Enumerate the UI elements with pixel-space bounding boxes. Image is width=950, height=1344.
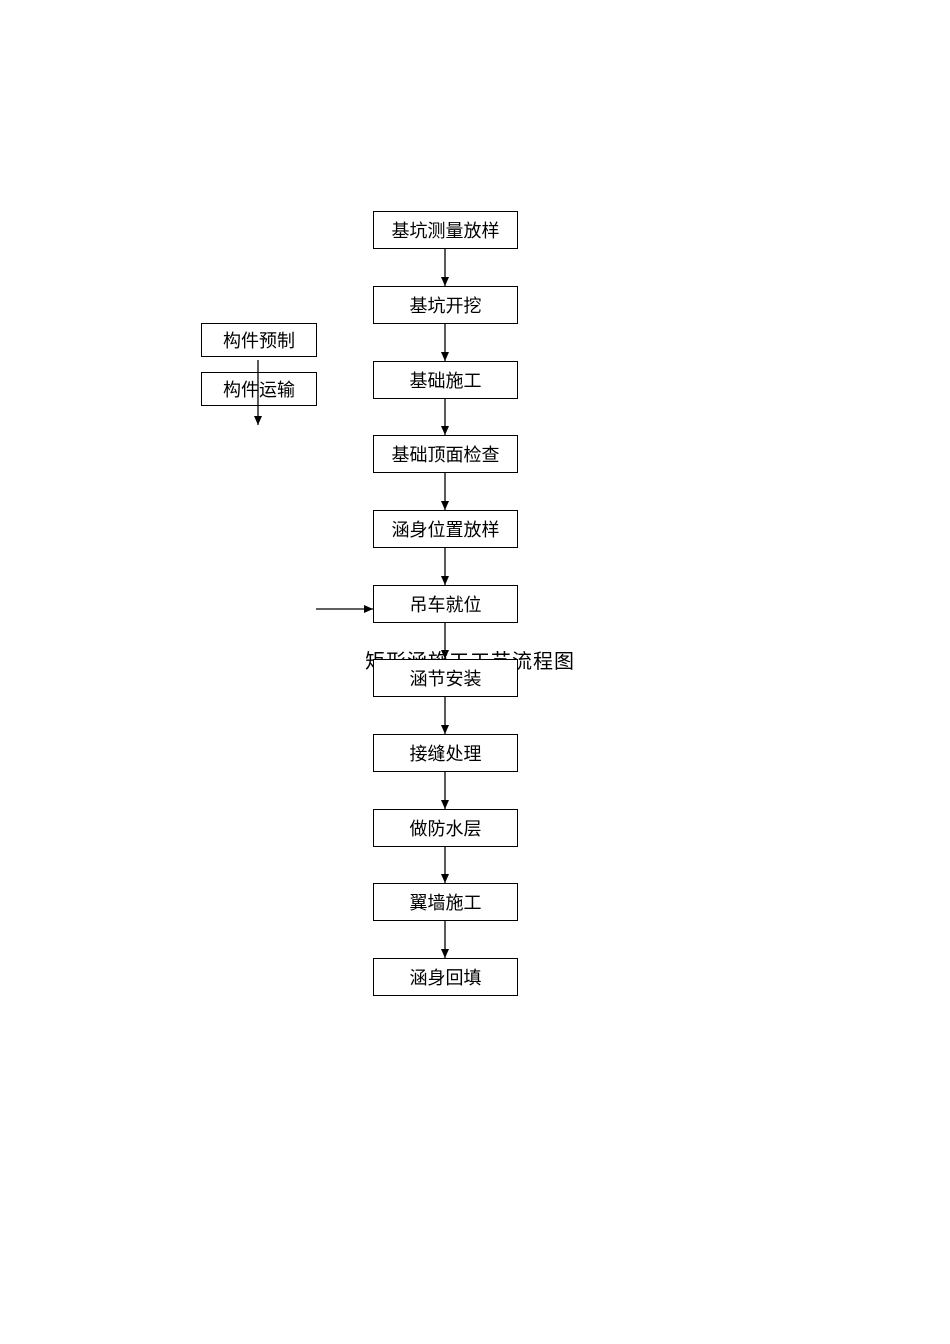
arrow-head (441, 501, 449, 510)
process-step: 接缝处理 (373, 734, 518, 772)
process-step: 基础施工 (373, 361, 518, 399)
process-step: 做防水层 (373, 809, 518, 847)
process-step: 涵节安装 (373, 659, 518, 697)
process-step: 基坑开挖 (373, 286, 518, 324)
arrow-head (441, 800, 449, 809)
arrow-head (364, 605, 373, 613)
side-step: 构件预制 (201, 323, 317, 357)
arrow-head (441, 576, 449, 585)
process-step: 吊车就位 (373, 585, 518, 623)
process-step: 基坑测量放样 (373, 211, 518, 249)
process-step: 涵身回填 (373, 958, 518, 996)
side-step: 构件运输 (201, 372, 317, 406)
process-step: 基础顶面检查 (373, 435, 518, 473)
arrow-head (254, 416, 262, 425)
process-step: 翼墙施工 (373, 883, 518, 921)
arrow-head (441, 874, 449, 883)
process-step: 涵身位置放样 (373, 510, 518, 548)
arrow-head (441, 352, 449, 361)
arrow-head (441, 277, 449, 286)
arrow-head (441, 949, 449, 958)
arrow-head (441, 426, 449, 435)
arrow-head (441, 725, 449, 734)
arrow-head (441, 650, 449, 659)
